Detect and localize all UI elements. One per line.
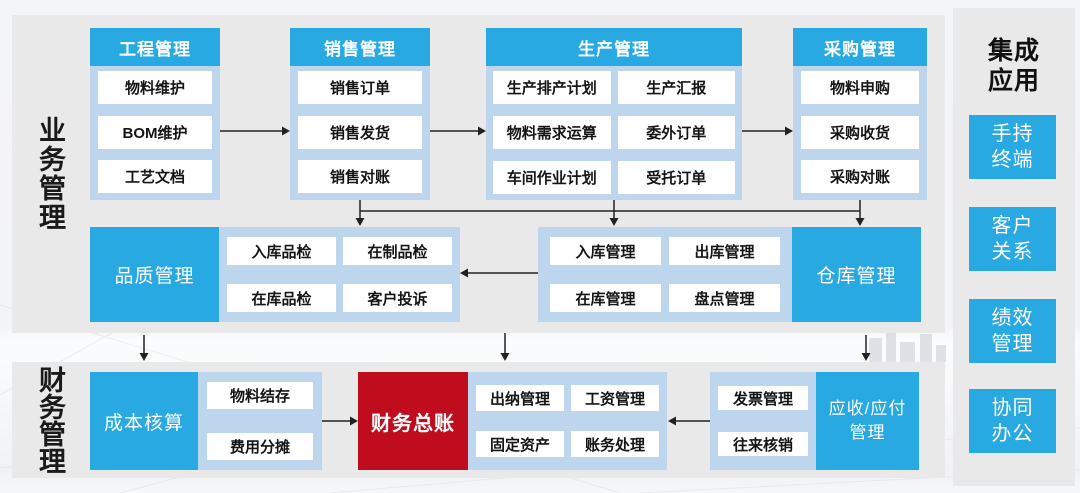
diagram-item: 工资管理	[571, 385, 659, 411]
cost-items: 物料结存 费用分摊	[198, 372, 322, 470]
diagram-item: 客户投诉	[343, 284, 452, 312]
diagram-item: 费用分摊	[207, 433, 313, 460]
engineering-management-header: 工程管理	[90, 28, 220, 66]
performance-management-block: 绩效 管理	[969, 299, 1056, 363]
diagram-item: 出库管理	[669, 237, 780, 265]
diagram-item: 物料结存	[207, 382, 313, 409]
procurement-management-column: 采购管理 物料申购 采购收货 采购对账	[793, 28, 927, 200]
diagram-item: 物料申购	[801, 71, 919, 104]
diagram-item: 在库品检	[227, 284, 336, 312]
diagram-item: 固定资产	[476, 431, 564, 457]
receivable-payable-items: 发票管理 往来核销	[710, 372, 816, 470]
diagram-item: 入库管理	[550, 237, 661, 265]
diagram-item: 账务处理	[571, 431, 659, 457]
engineering-management-column: 工程管理 物料维护 BOM维护 工艺文档	[90, 28, 220, 200]
customer-relations-block: 客户 关系	[969, 207, 1056, 271]
production-items: 生产排产计划 生产汇报 物料需求运算 委外订单 车间作业计划 受托订单	[486, 66, 742, 200]
handheld-terminal-block: 手持 终端	[969, 115, 1056, 179]
integration-apps-title: 集成 应用	[987, 37, 1040, 95]
quality-items: 入库品检 在制品检 在库品检 客户投诉	[219, 227, 460, 322]
procurement-items: 物料申购 采购收货 采购对账	[793, 66, 927, 200]
finance-section-label: 财务管理	[35, 366, 65, 474]
diagram-item: 销售对账	[298, 160, 422, 193]
warehouse-management-block: 仓库管理	[792, 227, 921, 322]
diagram-item: BOM维护	[98, 115, 212, 149]
diagram-item: 生产汇报	[617, 71, 735, 104]
business-section-label: 业务管理	[35, 116, 65, 232]
diagram-item: 销售发货	[298, 115, 422, 149]
quality-management-block: 品质管理	[90, 227, 219, 322]
sales-management-column: 销售管理 销售订单 销售发货 销售对账	[290, 28, 430, 200]
diagram-item: 工艺文档	[98, 160, 212, 193]
procurement-management-header: 采购管理	[793, 28, 927, 66]
diagram-item: 入库品检	[227, 237, 336, 265]
diagram-item: 物料维护	[98, 71, 212, 104]
diagram-item: 往来核销	[718, 432, 808, 456]
diagram-item: 发票管理	[718, 386, 808, 410]
diagram-item: 委外订单	[617, 116, 735, 149]
diagram-item: 车间作业计划	[493, 161, 611, 194]
diagram-item: 生产排产计划	[493, 71, 611, 104]
diagram-item: 在制品检	[343, 237, 452, 265]
production-management-header: 生产管理	[486, 28, 742, 66]
sales-management-header: 销售管理	[290, 28, 430, 66]
production-management-column: 生产管理 生产排产计划 生产汇报 物料需求运算 委外订单 车间作业计划 受托订单	[486, 28, 742, 200]
sales-items: 销售订单 销售发货 销售对账	[290, 66, 430, 200]
diagram-item: 销售订单	[298, 71, 422, 104]
diagram-item: 采购收货	[801, 115, 919, 149]
cost-accounting-block: 成本核算	[90, 372, 198, 470]
engineering-items: 物料维护 BOM维护 工艺文档	[90, 66, 220, 200]
receivable-payable-block: 应收/应付 管理	[816, 372, 919, 470]
diagram-item: 受托订单	[617, 161, 735, 194]
general-ledger-block: 财务总账	[358, 372, 468, 470]
diagram-item: 在库管理	[550, 284, 661, 312]
diagram-item: 出纳管理	[476, 385, 564, 411]
collaborative-office-block: 协同 办公	[969, 389, 1056, 453]
diagram-item: 采购对账	[801, 160, 919, 193]
diagram-item: 物料需求运算	[493, 116, 611, 149]
warehouse-items: 入库管理 出库管理 在库管理 盘点管理	[538, 227, 792, 322]
general-ledger-items: 出纳管理 工资管理 固定资产 账务处理	[468, 372, 667, 470]
diagram-item: 盘点管理	[669, 284, 780, 312]
